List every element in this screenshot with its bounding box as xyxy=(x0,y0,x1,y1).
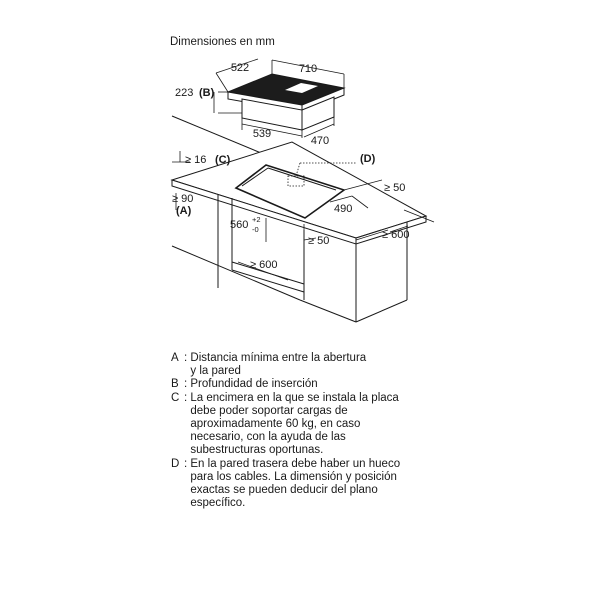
diagram-title: Dimensiones en mm xyxy=(170,36,275,48)
hob-drawing xyxy=(226,73,346,131)
legend-key-d: D xyxy=(171,457,180,470)
legend-item-a: A: Distancia mínima entre la abertura y … xyxy=(171,352,471,378)
dim-insertion-key: (B) xyxy=(199,87,215,99)
dim-min-600-right: ≥ 600 xyxy=(382,229,409,241)
cabinet-dimension-lines xyxy=(172,151,435,281)
legend-item-d: D: En la pared trasera debe haber un hue… xyxy=(171,458,471,511)
legend-item-c: C: La encimera en la que se instala la p… xyxy=(171,392,471,458)
legend: A: Distancia mínima entre la abertura y … xyxy=(171,352,471,510)
dim-tolerance-plus: +2 xyxy=(252,215,261,224)
legend-text-c: La encimera en la que se instala la plac… xyxy=(190,391,399,457)
worktop-cabinet-drawing xyxy=(170,115,428,323)
dim-min-50-bottom: ≥ 50 xyxy=(308,235,329,247)
dim-min-90: ≥ 90 xyxy=(172,193,193,205)
legend-text-b: Profundidad de inserción xyxy=(190,378,318,391)
dim-hob-depth: 522 xyxy=(231,62,249,74)
dim-depth-490: 490 xyxy=(334,203,352,215)
legend-item-b: B: Profundidad de inserción xyxy=(171,378,471,391)
dim-min-16: ≥ 16 xyxy=(185,154,206,166)
dim-min-90-key: (A) xyxy=(176,205,192,217)
dim-height-560: 560 xyxy=(230,219,248,231)
legend-key-b: B xyxy=(171,378,179,391)
dim-cable-hole-key: (D) xyxy=(360,153,376,165)
dim-tolerance-minus: -0 xyxy=(252,225,259,234)
legend-text-d: En la pared trasera debe haber un hueco … xyxy=(190,457,401,510)
legend-key-c: C xyxy=(171,391,180,404)
dim-hob-width: 710 xyxy=(299,63,317,75)
dim-cutout-width: 539 xyxy=(253,128,271,140)
dim-insertion-depth: 223 xyxy=(175,87,193,99)
installation-diagram: Dimensiones en mm 522 710 223 (B) 539 47… xyxy=(170,36,435,323)
legend-text-a: Distancia mínima entre la abertura y la … xyxy=(190,352,367,378)
dim-min-600-bottom: ≥ 600 xyxy=(250,259,277,271)
hob-dimension-lines xyxy=(213,58,345,138)
dim-min-50-right: ≥ 50 xyxy=(384,182,405,194)
dim-min-16-key: (C) xyxy=(215,154,231,166)
dim-cutout-depth: 470 xyxy=(311,135,329,147)
legend-key-a: A xyxy=(171,352,179,364)
